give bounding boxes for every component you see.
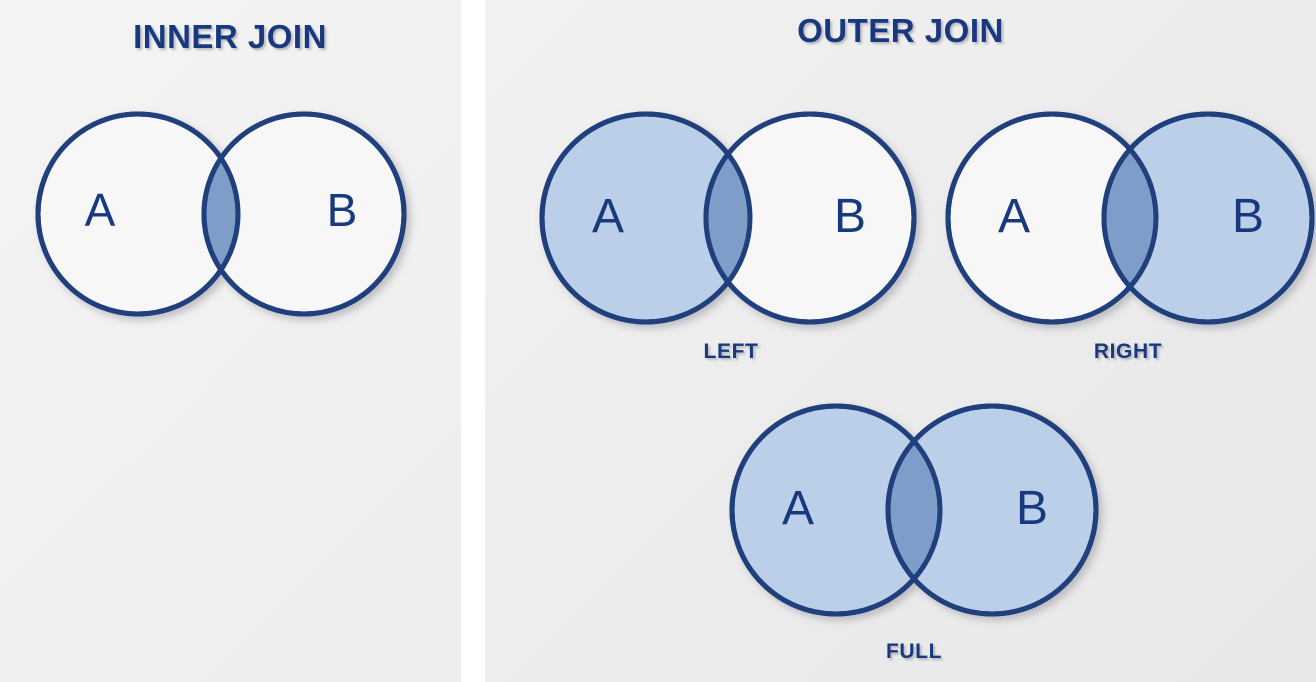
section-divider <box>461 0 485 682</box>
set-b-outline <box>201 111 407 317</box>
inner-join-title: INNER JOIN <box>133 18 327 55</box>
set-a-outline <box>729 403 943 617</box>
outer-join-title: OUTER JOIN <box>797 12 1004 49</box>
set-a-letter: A <box>85 184 116 236</box>
left-join-caption: LEFT <box>703 340 759 363</box>
set-b-letter: B <box>327 184 358 236</box>
venn-diagram-right: A B <box>945 108 1315 330</box>
set-b-outline <box>1101 111 1315 325</box>
set-a-letter: A <box>782 482 814 535</box>
set-b-letter: B <box>1016 482 1048 535</box>
set-b-outline <box>885 403 1099 617</box>
set-a-outline <box>35 111 241 317</box>
set-a-letter: A <box>998 190 1030 243</box>
venn-diagram-inner: A B <box>32 108 428 320</box>
venn-diagram-left: A B <box>538 108 924 330</box>
set-a-outline <box>945 111 1159 325</box>
venn-diagram-full: A B <box>728 400 1100 620</box>
set-a-outline <box>539 111 753 325</box>
set-b-letter: B <box>834 190 866 243</box>
full-join-caption: FULL <box>885 640 943 663</box>
set-a-letter: A <box>592 190 624 243</box>
set-b-outline <box>703 111 917 325</box>
right-join-caption: RIGHT <box>1093 340 1163 363</box>
set-b-letter: B <box>1232 190 1264 243</box>
